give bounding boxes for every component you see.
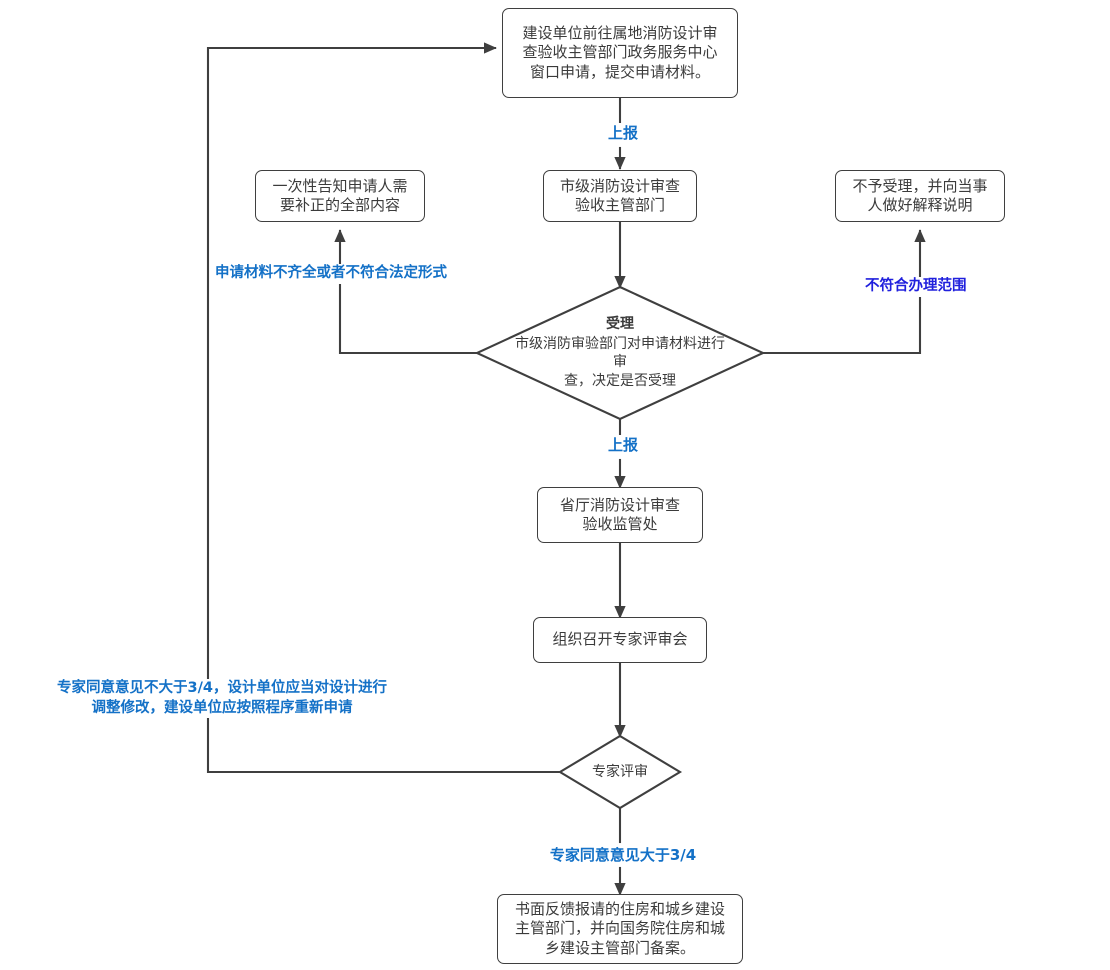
acceptance-decision-body: 市级消防审验部门对申请材料进行审 查，决定是否受理 xyxy=(515,336,725,389)
node-acceptance-decision[interactable]: 受理 市级消防审验部门对申请材料进行审 查，决定是否受理 xyxy=(477,287,763,419)
edge-label-materials-incomplete: 申请材料不齐全或者不符合法定形式 xyxy=(212,264,488,284)
edge-label-out-of-scope: 不符合办理范围 xyxy=(862,277,988,297)
node-apply[interactable]: 建设单位前往属地消防设计审 查验收主管部门政务服务中心 窗口申请，提交申请材料。 xyxy=(502,8,738,98)
node-province-office[interactable]: 省厅消防设计审查 验收监管处 xyxy=(537,487,703,543)
node-reject-acceptance[interactable]: 不予受理，并向当事 人做好解释说明 xyxy=(835,170,1005,222)
edge-accept-to-notify xyxy=(334,229,479,355)
node-city-department[interactable]: 市级消防设计审查 验收主管部门 xyxy=(543,170,697,222)
acceptance-decision-title: 受理 xyxy=(606,316,634,333)
node-written-feedback[interactable]: 书面反馈报请的住房和城乡建设 主管部门，并向国务院住房和城 乡建设主管部门备案。 xyxy=(497,894,743,964)
edge-label-report-1: 上报 xyxy=(595,123,651,144)
edge-label-expert-disagree: 专家同意意见不大于3/4，设计单位应当对设计进行 调整修改，建设单位应按照程序重… xyxy=(28,679,416,719)
expert-review-decision-body: 专家评审 xyxy=(592,763,648,780)
edge-label-report-2: 上报 xyxy=(595,435,651,456)
node-expert-review-decision[interactable]: 专家评审 xyxy=(560,736,680,808)
edge-label-expert-agree: 专家同意意见大于3/4 xyxy=(530,845,716,866)
shape-expertreview-diamond xyxy=(557,734,683,810)
edge-accept-to-reject xyxy=(761,229,926,355)
edge-review-rework-loop xyxy=(206,42,562,774)
shape-accept-diamond xyxy=(474,285,766,421)
node-notify-supplement[interactable]: 一次性告知申请人需 要补正的全部内容 xyxy=(255,170,425,222)
node-expert-meeting[interactable]: 组织召开专家评审会 xyxy=(533,617,707,663)
